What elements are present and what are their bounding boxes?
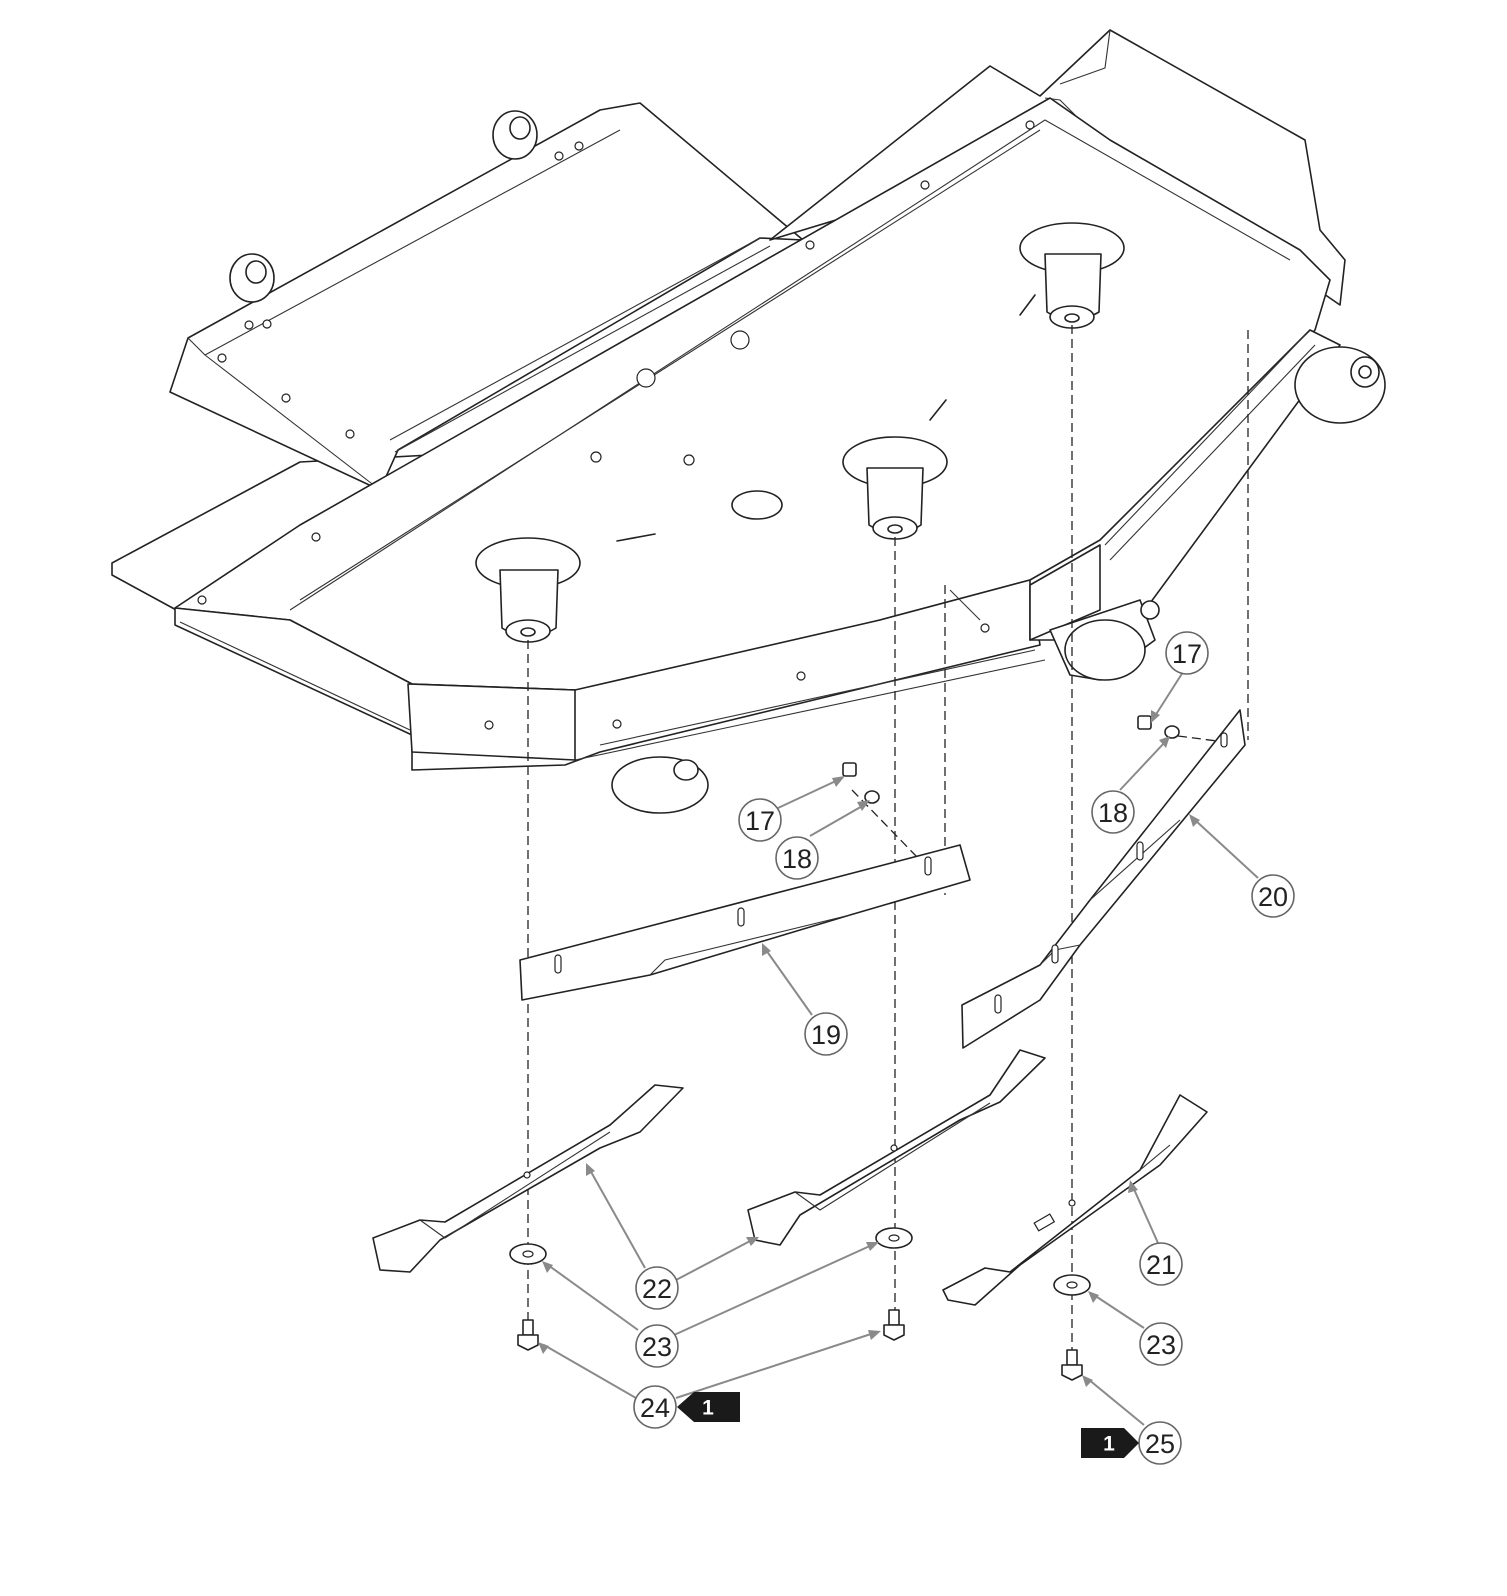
svg-text:18: 18 xyxy=(1098,798,1128,828)
baffle-19 xyxy=(519,844,971,1001)
callout-23-left: 23 xyxy=(635,1324,679,1368)
callout-17-center: 17 xyxy=(738,798,782,842)
svg-text:17: 17 xyxy=(1172,639,1202,669)
blade-left xyxy=(372,1084,684,1273)
svg-text:18: 18 xyxy=(782,844,812,874)
callout-24: 24 xyxy=(633,1385,677,1429)
svg-text:1: 1 xyxy=(1103,1433,1115,1456)
svg-text:25: 25 xyxy=(1145,1429,1175,1459)
svg-text:23: 23 xyxy=(1146,1330,1176,1360)
baffle-hardware xyxy=(842,715,1180,804)
callout-25: 25 xyxy=(1138,1421,1182,1465)
svg-text:19: 19 xyxy=(811,1020,841,1050)
svg-text:22: 22 xyxy=(642,1274,672,1304)
callout-19: 19 xyxy=(804,1012,848,1056)
callout-20: 20 xyxy=(1251,874,1295,918)
svg-text:1: 1 xyxy=(702,1397,714,1420)
svg-text:21: 21 xyxy=(1146,1250,1176,1280)
spindle-right xyxy=(1019,222,1125,329)
leader-lines xyxy=(538,671,1259,1426)
svg-text:17: 17 xyxy=(745,806,775,836)
callout-22: 22 xyxy=(635,1266,679,1310)
callout-17-right: 17 xyxy=(1165,631,1209,675)
callout-18-center: 18 xyxy=(775,836,819,880)
svg-text:23: 23 xyxy=(642,1332,672,1362)
mower-deck xyxy=(111,29,1386,814)
blade-right xyxy=(942,1094,1208,1306)
callout-18-right: 18 xyxy=(1091,790,1135,834)
blade-bolts xyxy=(517,1309,1083,1381)
callout-21: 21 xyxy=(1139,1242,1183,1286)
reference-tag-25: 1 xyxy=(1081,1428,1139,1458)
spindle-center xyxy=(842,436,948,540)
baffle-20 xyxy=(961,709,1246,1049)
washers xyxy=(509,1227,1091,1296)
svg-text:20: 20 xyxy=(1258,882,1288,912)
svg-text:24: 24 xyxy=(640,1393,670,1423)
blade-center xyxy=(747,1049,1046,1246)
callout-23-right: 23 xyxy=(1139,1322,1183,1366)
spindle-left xyxy=(475,537,581,643)
reference-tag-24: 1 xyxy=(677,1392,740,1422)
